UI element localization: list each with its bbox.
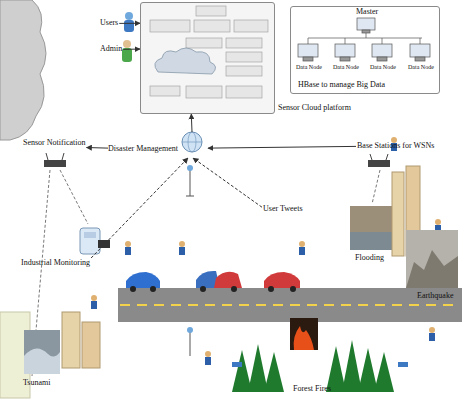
buildings <box>62 312 100 368</box>
hub-node: Disaster Management <box>108 132 208 158</box>
tsunami-label: Tsunami <box>22 378 51 389</box>
industrial-icon <box>80 228 110 254</box>
node-text: Admin <box>100 45 122 54</box>
notification-node: Sensor Notification <box>22 138 86 172</box>
tower-icon <box>187 327 193 356</box>
node-text: Earthquake <box>417 292 453 301</box>
router-icon <box>368 154 390 167</box>
connector-arrow <box>208 146 356 148</box>
flood-water <box>350 232 394 250</box>
cloud-shape <box>0 0 46 140</box>
connector-arrow <box>86 147 108 149</box>
sensor-icons <box>232 362 408 367</box>
fire-photo <box>290 318 318 350</box>
node-text: Sensor Notification <box>23 139 85 148</box>
node-text: Industrial Monitoring <box>21 259 90 268</box>
leader-lines <box>32 170 380 376</box>
flood-label: Flooding <box>354 253 385 264</box>
hbase-box: HBase to manage Big Data <box>290 6 440 94</box>
industry-label: Industrial Monitoring <box>20 258 91 269</box>
quake-label: Earthquake <box>416 291 454 302</box>
node-text: Flooding <box>355 254 384 263</box>
node-text: User Tweets <box>263 205 303 214</box>
earthquake-photo <box>406 230 458 288</box>
node-text: Users <box>100 19 118 28</box>
node-text: Forest Fires <box>293 385 331 394</box>
crash-cars <box>196 271 242 292</box>
node-text: Tsunami <box>23 379 50 388</box>
car <box>126 272 160 292</box>
person-icons <box>91 137 441 365</box>
tweets-label: User Tweets <box>262 204 304 215</box>
tsunami-photo <box>24 330 60 374</box>
connector-arrow <box>191 114 193 132</box>
node-text: Base Stations for WSNs <box>357 142 434 151</box>
car <box>264 272 300 292</box>
globe-icon <box>182 132 202 152</box>
connector-arrow <box>91 158 188 258</box>
rubble <box>406 250 458 288</box>
user-label: Users <box>99 18 119 29</box>
connector-arrow <box>119 23 140 24</box>
node-text: Disaster Management <box>108 145 178 154</box>
base-station-label: Base Stations for WSNs <box>356 141 435 152</box>
flooding-photo <box>350 206 394 250</box>
text-label: Data Node <box>370 64 396 71</box>
router-icon <box>44 153 66 167</box>
node-text: Sensor Cloud platform <box>278 104 351 113</box>
platform-modules <box>150 6 268 98</box>
platform-fill <box>140 2 275 114</box>
fire <box>294 326 314 350</box>
platform-box: Sensor Cloud platform <box>140 2 275 114</box>
road <box>118 288 462 322</box>
wave <box>24 348 60 374</box>
platform-cloud <box>155 48 216 74</box>
text-label: Master <box>356 8 378 17</box>
fire-label: Forest Fires <box>292 384 332 395</box>
node-text: HBase to manage Big Data <box>298 81 385 90</box>
admin-icon <box>122 40 132 62</box>
hbase-cluster <box>298 18 430 61</box>
text-label: Data Node <box>333 64 359 71</box>
lane-line <box>120 304 460 306</box>
text-label: Data Node <box>296 64 322 71</box>
admin-label: Admin <box>99 44 123 55</box>
user-icon <box>124 12 134 32</box>
connector-arrow <box>193 158 262 207</box>
text-label: Data Node <box>408 64 434 71</box>
tower-icon <box>186 165 194 196</box>
connector-arrow <box>123 49 140 50</box>
